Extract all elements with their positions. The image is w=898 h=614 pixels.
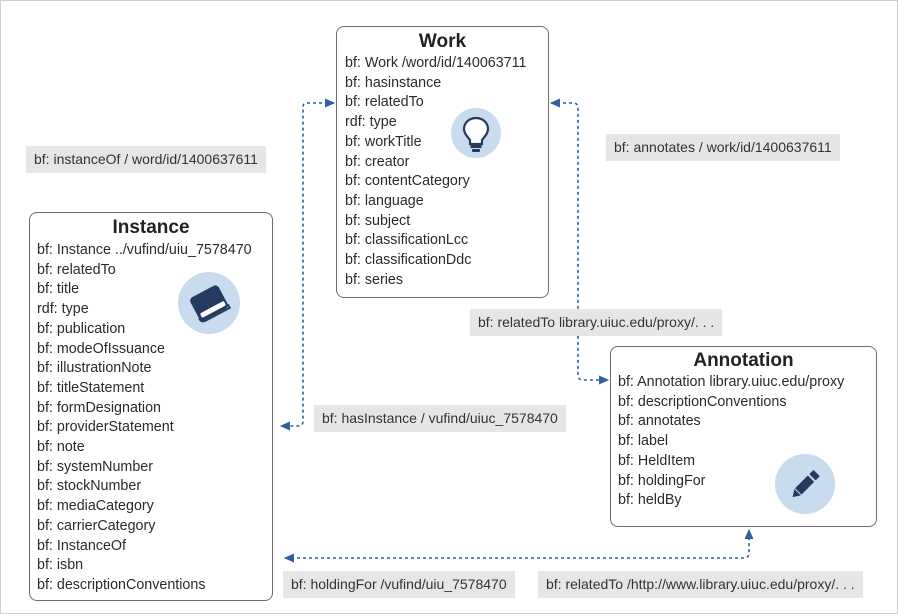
instance-field: rdf: type — [37, 301, 89, 318]
instance-field: bf: providerStatement — [37, 419, 174, 436]
instance-field: bf: title — [37, 281, 80, 298]
annotation-field: bf: annotates — [618, 413, 701, 430]
work-field: bf: series — [345, 271, 404, 288]
work-field: bf: creator — [345, 153, 410, 170]
instance-field: bf: titleStatement — [37, 379, 145, 396]
instance-field: bf: systemNumber — [37, 458, 153, 475]
work-field: bf: subject — [345, 212, 411, 229]
work-field: bf: contentCategory — [345, 173, 470, 190]
work-field: bf: hasinstance — [345, 74, 442, 91]
instance-field: bf: formDesignation — [37, 399, 161, 416]
connector-work-instance — [279, 98, 336, 431]
work-title: Work — [418, 31, 467, 52]
edge-label-related-to-proxy: bf: relatedTo library.uiuc.edu/proxy/. .… — [470, 309, 723, 336]
work-field-list: bf: Work /word/id/140063711 bf: hasinstan… — [345, 54, 526, 290]
work-node: Work bf: Work /word/id/140063711 bf: hasi… — [336, 26, 549, 298]
instance-field: bf: illustrationNote — [37, 360, 152, 377]
annotation-node: Annotation bf: Annotation library.uiuc.e… — [610, 346, 877, 527]
annotation-field: bf: holdingFor — [618, 472, 706, 489]
annotation-field: bf: descriptionConventions — [618, 393, 787, 410]
edge-label-related-to-http: bf: relatedTo /http://www.library.uiuc.e… — [538, 571, 863, 598]
instance-field: bf: mediaCategory — [37, 498, 154, 515]
instance-node: Instance bf: Instance ../vufind/uiu_7578… — [29, 212, 273, 601]
work-field: rdf: type — [345, 114, 397, 131]
work-field: bf: language — [345, 192, 424, 209]
annotation-field: bf: label — [618, 433, 669, 450]
book-icon — [178, 272, 240, 334]
instance-title: Instance — [112, 217, 190, 238]
work-field: bf: classificationDdc — [345, 252, 472, 269]
lightbulb-icon — [451, 108, 501, 158]
connector-instance-annotation — [283, 528, 754, 563]
instance-field: bf: InstanceOf — [37, 537, 127, 554]
pencil-icon — [775, 454, 835, 514]
instance-field: bf: modeOfIssuance — [37, 340, 165, 357]
instance-field: bf: note — [37, 439, 85, 456]
work-field: bf: relatedTo — [345, 94, 424, 111]
instance-field: bf: relatedTo — [37, 261, 116, 278]
connector-work-annotation — [549, 98, 610, 385]
instance-field: bf: carrierCategory — [37, 517, 156, 534]
work-field: bf: classificationLcc — [345, 232, 469, 249]
work-field: bf: workTitle — [345, 133, 422, 150]
instance-field: bf: Instance ../vufind/uiu_7578470 — [37, 242, 252, 258]
edge-label-instance-of: bf: instanceOf / word/id/1400637611 — [26, 146, 266, 173]
edge-label-has-instance: bf: hasInstance / vufind/uiuc_7578470 — [314, 405, 566, 432]
annotation-field: bf: Annotation library.uiuc.edu/proxy — [618, 374, 845, 390]
annotation-field: bf: HeldItem — [618, 452, 696, 469]
annotation-field: bf: heldBy — [618, 492, 682, 509]
annotation-field-list: bf: Annotation library.uiuc.edu/proxy bf:… — [618, 373, 844, 511]
instance-field: bf: stockNumber — [37, 478, 142, 495]
edge-label-annotates: bf: annotates / work/id/1400637611 — [606, 134, 840, 161]
instance-field: bf: isbn — [37, 557, 84, 574]
annotation-title: Annotation — [693, 350, 794, 371]
instance-field-list: bf: Instance ../vufind/uiu_7578470 bf: re… — [37, 241, 252, 596]
instance-field: bf: publication — [37, 320, 126, 337]
edge-label-holding-for: bf: holdingFor /vufind/uiu_7578470 — [283, 571, 515, 598]
work-field: bf: Work /word/id/140063711 — [345, 55, 527, 71]
instance-field: bf: descriptionConventions — [37, 576, 206, 593]
